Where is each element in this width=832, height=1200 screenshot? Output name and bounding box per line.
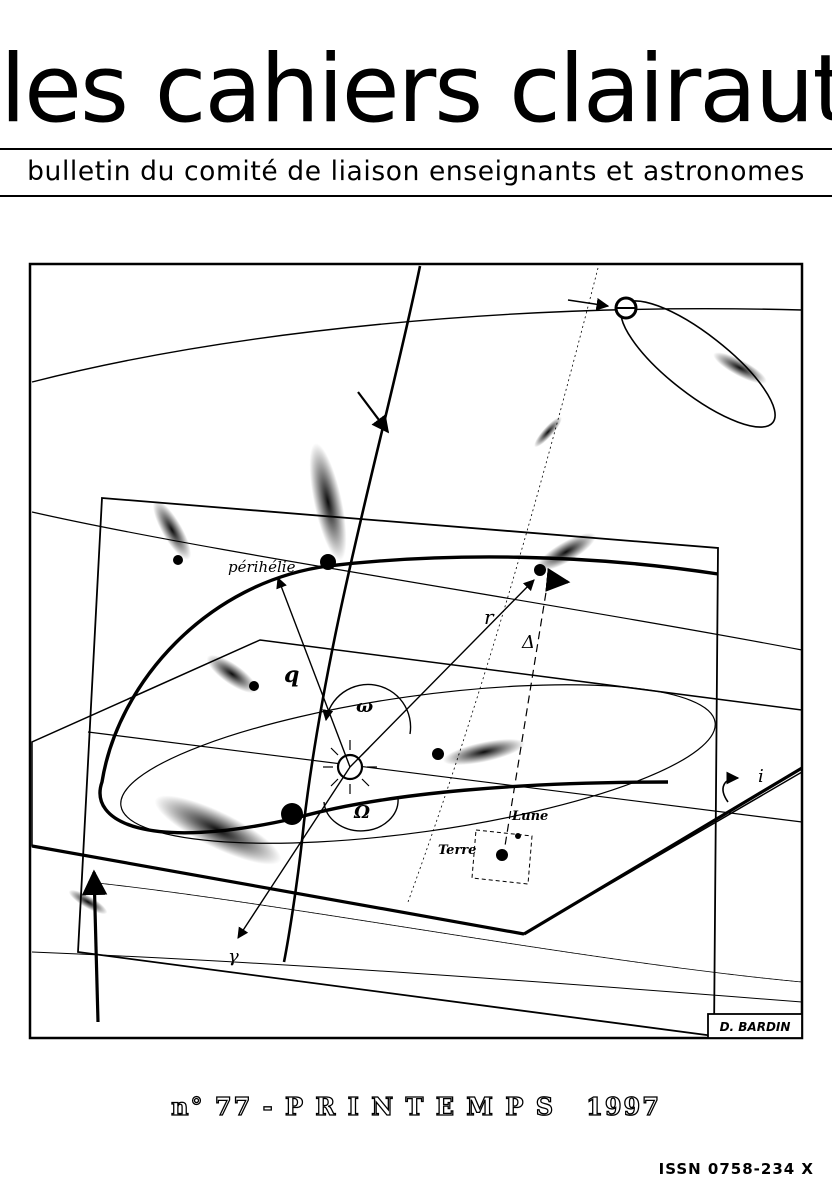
issue-line: n° 77 - P R I N T E M P S 1997 bbox=[170, 1091, 661, 1121]
comet-heads bbox=[68, 352, 767, 915]
inclination-arc bbox=[722, 771, 740, 803]
journal-title: les cahiers clairaut bbox=[0, 35, 832, 144]
omega-small-label: ω bbox=[356, 696, 373, 717]
comet-orbit bbox=[98, 555, 719, 835]
delta-label: Δ bbox=[521, 632, 535, 653]
earth-orbit bbox=[120, 684, 716, 844]
orbit-diagram: périhélie q r Δ ω Ω i γ Terre Lune D. BA… bbox=[28, 262, 804, 1040]
cover-illustration: périhélie q r Δ ω Ω i γ Terre Lune D. BA… bbox=[28, 262, 806, 1044]
perihelion-label: périhélie bbox=[228, 558, 296, 576]
descending-arrow bbox=[81, 869, 108, 1023]
q-label: q bbox=[284, 662, 299, 688]
comet-path-dotted bbox=[407, 267, 599, 903]
ecliptic-plane bbox=[31, 639, 803, 935]
moon-label: Lune bbox=[511, 809, 548, 824]
inclination-label: i bbox=[758, 766, 764, 787]
orbit-arrow bbox=[545, 567, 571, 592]
delta-line bbox=[503, 579, 549, 853]
earth-dot bbox=[496, 849, 508, 861]
gamma-vector bbox=[237, 766, 351, 939]
omega-arc bbox=[322, 683, 412, 735]
moon-dot bbox=[515, 833, 521, 839]
trajectory-arc-2 bbox=[31, 951, 803, 1003]
earth-moon-box bbox=[471, 829, 533, 885]
issn-number: ISSN 0758-234 X bbox=[658, 1160, 814, 1178]
comet-path-long bbox=[282, 265, 422, 963]
ecliptic-edge-2 bbox=[523, 766, 803, 936]
outer-orbit-arc bbox=[31, 308, 803, 383]
frame-border bbox=[28, 262, 804, 1040]
trajectory-arc-1 bbox=[31, 511, 803, 651]
signature-box bbox=[707, 1013, 803, 1039]
journal-subtitle: bulletin du comité de liaison enseignant… bbox=[27, 156, 805, 187]
line-of-nodes bbox=[87, 731, 803, 823]
node-arc bbox=[323, 797, 399, 832]
subtitle-rule bbox=[0, 195, 832, 197]
omega-capital-label: Ω bbox=[353, 802, 370, 823]
ecliptic-edge bbox=[31, 844, 525, 936]
q-vector bbox=[276, 576, 351, 768]
earth-label: Terre bbox=[438, 843, 476, 858]
title-rule bbox=[0, 148, 832, 150]
artist-signature: D. BARDIN bbox=[720, 1020, 791, 1034]
r-label: r bbox=[484, 605, 495, 629]
trajectory-arc-3 bbox=[87, 881, 803, 983]
gamma-label: γ bbox=[228, 946, 239, 967]
orbital-plane bbox=[77, 497, 719, 1038]
r-vector bbox=[349, 579, 535, 768]
